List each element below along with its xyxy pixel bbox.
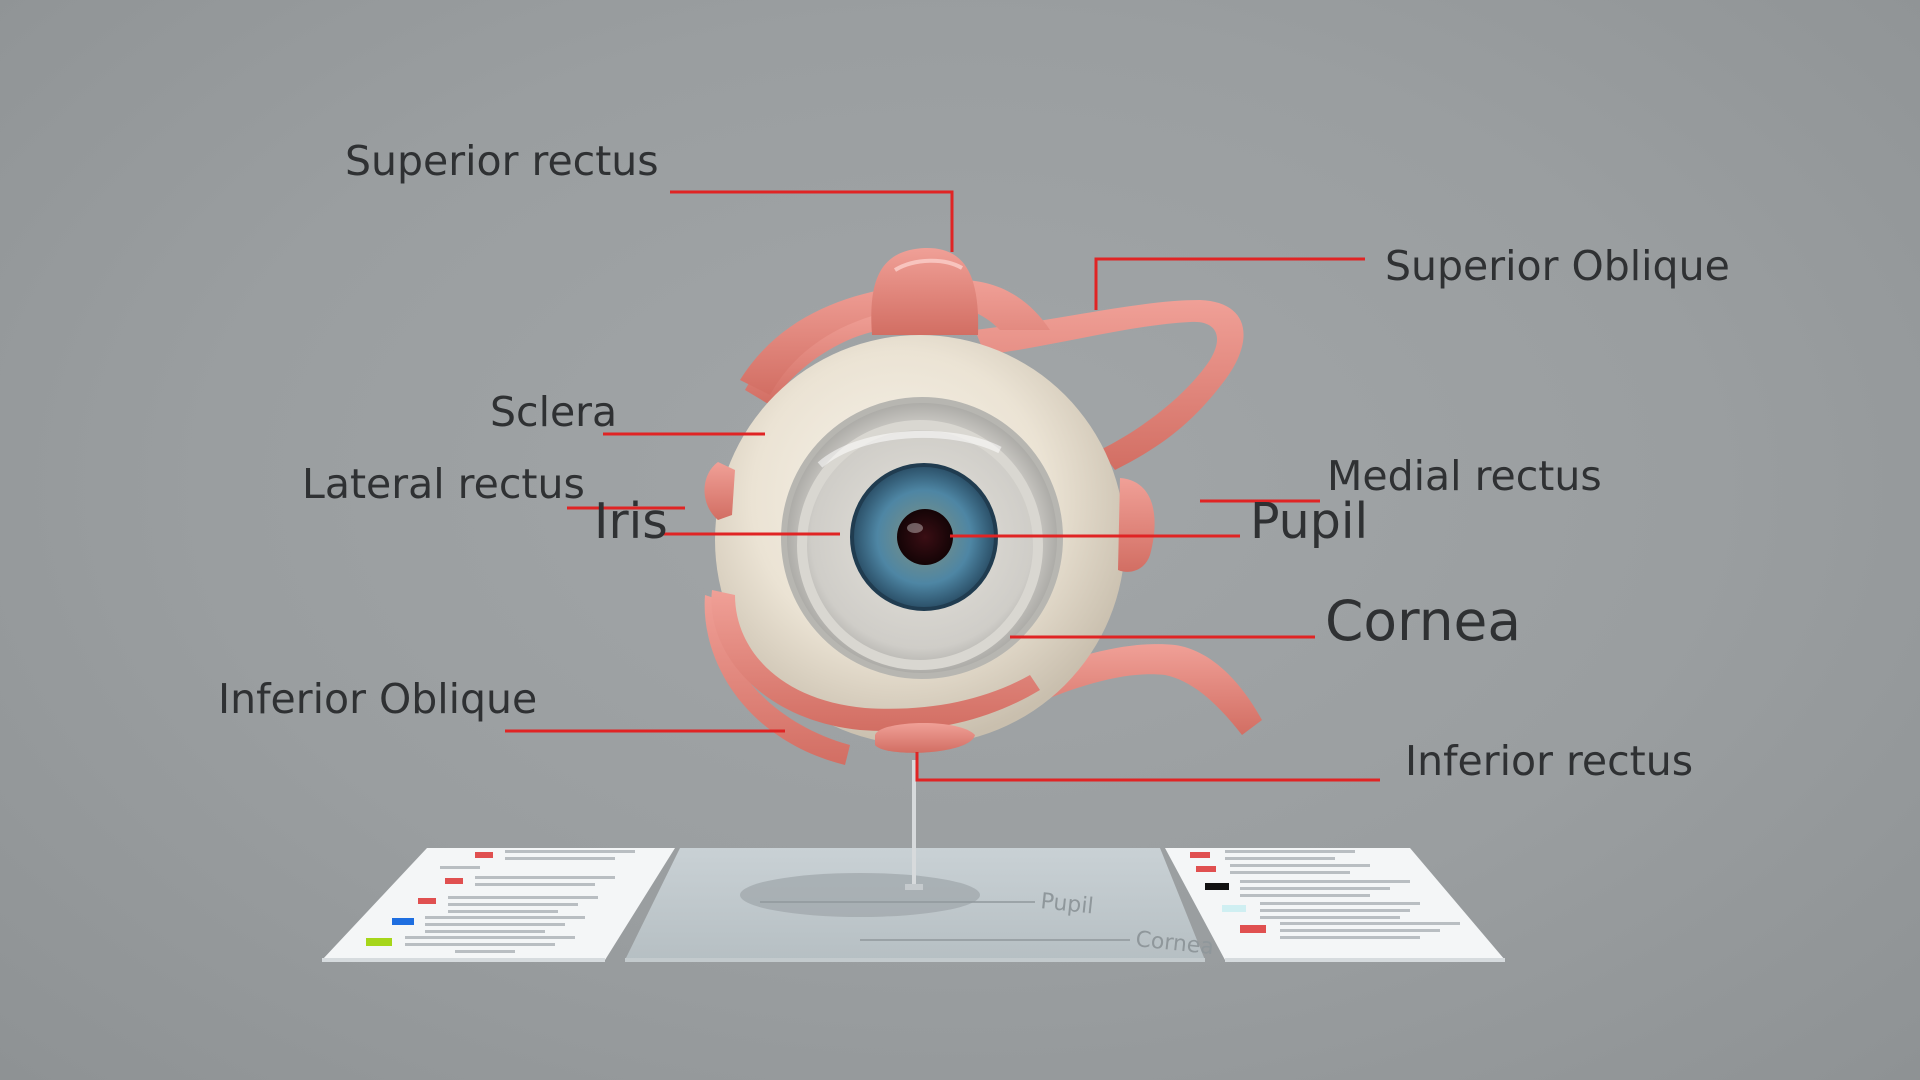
legend-swatch xyxy=(1190,852,1210,858)
pupil-highlight xyxy=(907,523,923,533)
cornea-glare xyxy=(817,430,1002,468)
cornea-rim xyxy=(781,397,1063,679)
label-superior-rectus: Superior rectus xyxy=(345,137,659,185)
superior-rectus-highlight xyxy=(893,258,964,272)
stand-shadow xyxy=(740,873,980,917)
legend-text-placeholder xyxy=(425,930,545,933)
extraocular-muscles-front xyxy=(704,247,1155,753)
legend-text-placeholder xyxy=(475,876,615,879)
legend-text-placeholder xyxy=(448,903,578,906)
superior-oblique-muscle xyxy=(975,300,1244,470)
label-sclera: Sclera xyxy=(490,388,617,436)
legend-text-placeholder xyxy=(425,923,565,926)
inferior-rectus-muscle xyxy=(875,722,975,753)
label-lateral-rectus: Lateral rectus xyxy=(302,460,585,508)
legend-text-placeholder xyxy=(1225,850,1355,853)
legend-swatch xyxy=(1205,883,1229,890)
legend-text-placeholder xyxy=(448,896,598,899)
legend-text-placeholder xyxy=(505,857,615,860)
pupil xyxy=(897,509,953,565)
stand-rod xyxy=(912,760,916,888)
label-inferior-oblique: Inferior Oblique xyxy=(218,675,537,723)
medial-rectus-muscle xyxy=(1118,478,1155,572)
plate-pupil-label: Pupil xyxy=(1039,889,1094,919)
inferior-oblique-muscle xyxy=(711,590,1040,731)
legend-swatch xyxy=(366,938,392,946)
legend-text-placeholder xyxy=(1230,864,1370,867)
legend-swatch xyxy=(392,918,414,925)
legend-text-placeholder xyxy=(448,910,558,913)
label-medial-rectus: Medial rectus xyxy=(1327,452,1602,500)
legend-text-placeholder xyxy=(1280,922,1460,925)
leader-superior-oblique xyxy=(1094,257,1365,310)
legend-swatch xyxy=(445,878,463,884)
legend-card-left xyxy=(366,850,635,953)
legend-text-placeholder xyxy=(425,916,585,919)
legend-text-placeholder xyxy=(475,883,595,886)
leader-superior-rectus xyxy=(670,190,954,252)
eyeball xyxy=(715,335,1125,745)
legend-text-placeholder xyxy=(405,943,555,946)
label-cornea: Cornea xyxy=(1325,589,1521,653)
legend-swatch xyxy=(1222,905,1246,912)
cornea-inner-ring xyxy=(797,420,1043,670)
legend-swatch xyxy=(1196,866,1216,872)
label-pupil: Pupil xyxy=(1250,493,1368,550)
legend-text-placeholder xyxy=(1260,902,1420,905)
legend-text-placeholder xyxy=(455,950,515,953)
legend-text-placeholder xyxy=(1280,936,1420,939)
legend-text-placeholder xyxy=(1240,880,1410,883)
lateral-rectus-muscle xyxy=(704,462,735,520)
label-inferior-rectus: Inferior rectus xyxy=(1405,737,1693,785)
legend-swatch xyxy=(475,852,493,858)
legend-swatch xyxy=(418,898,436,904)
label-superior-oblique: Superior Oblique xyxy=(1385,242,1730,290)
legend-text-placeholder xyxy=(405,936,575,939)
legend-swatch xyxy=(1240,925,1266,933)
legend-text-placeholder xyxy=(440,866,480,869)
legend-text-placeholder xyxy=(505,850,635,853)
lateral-muscle-band xyxy=(745,310,880,405)
legend-text-placeholder xyxy=(1260,916,1400,919)
stand-foot xyxy=(905,884,923,890)
legend-text-placeholder xyxy=(1225,857,1335,860)
label-iris: Iris xyxy=(594,493,668,550)
structure-labels: Superior rectus Superior Oblique Sclera … xyxy=(218,137,1730,785)
display-base: Pupil Cornea xyxy=(322,760,1505,962)
legend-text-placeholder xyxy=(1240,894,1370,897)
legend-text-placeholder xyxy=(1280,929,1440,932)
leader-inferior-rectus xyxy=(915,752,1380,782)
leader-lines xyxy=(505,190,1380,782)
legend-text-placeholder xyxy=(1230,871,1350,874)
legend-text-placeholder xyxy=(1240,887,1390,890)
legend-text-placeholder xyxy=(1260,909,1410,912)
legend-card-right xyxy=(1190,850,1460,939)
